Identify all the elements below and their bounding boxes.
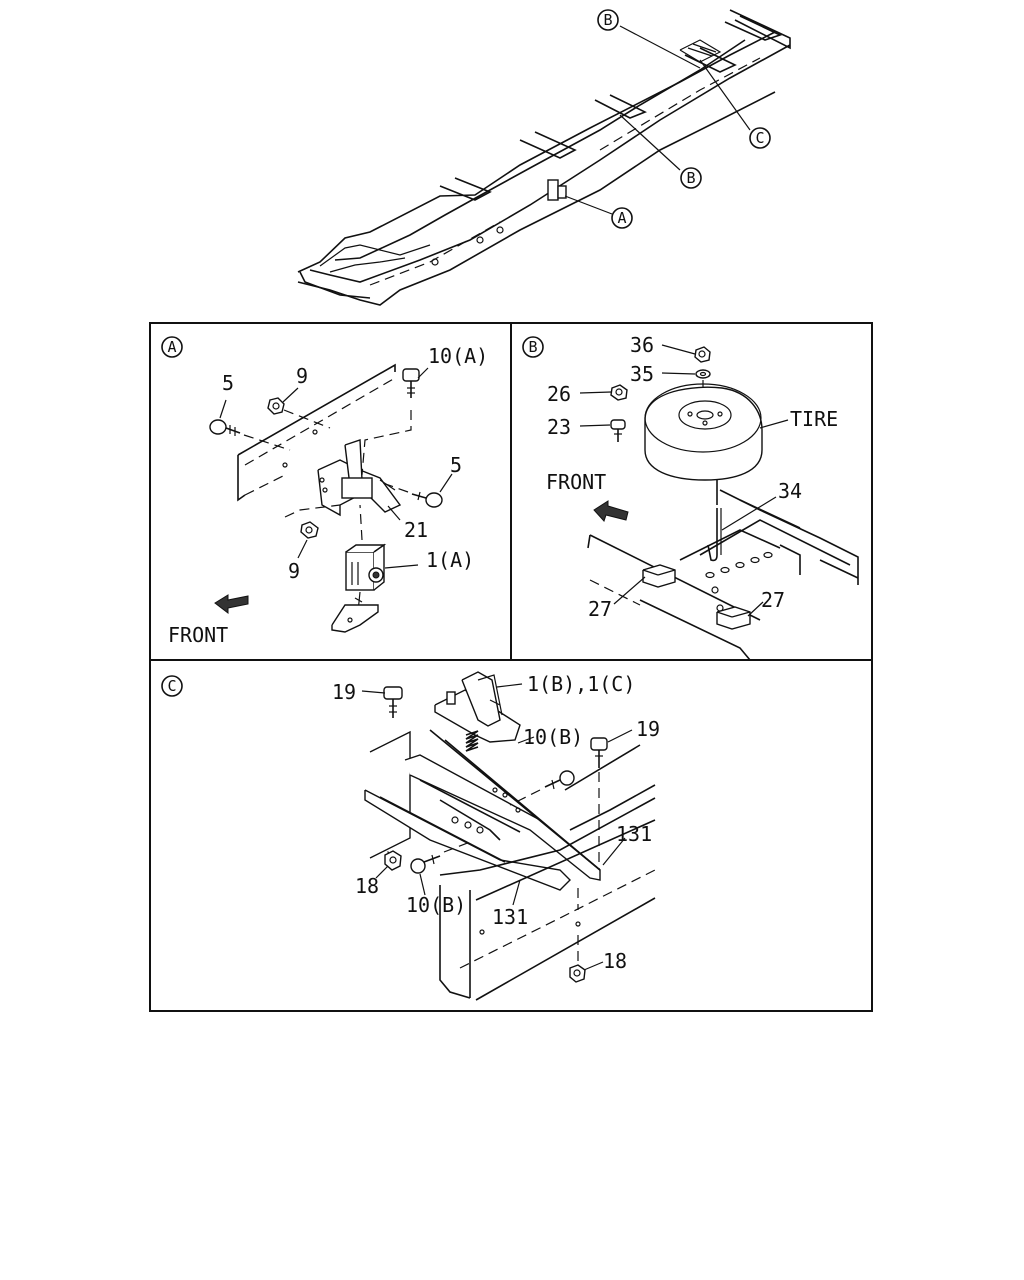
label-26: 26 [547,382,571,406]
label-27-right: 27 [761,588,785,612]
label-34: 34 [778,479,802,503]
label-5-right: 5 [450,453,462,477]
svg-text:A: A [167,338,176,356]
svg-text:B: B [603,11,612,29]
svg-text:B: B [528,338,537,356]
label-18-right: 18 [603,949,627,973]
spare-tire [644,383,763,481]
svg-text:C: C [167,677,176,695]
panel-c-tag: C [161,675,183,697]
label-18-left: 18 [355,874,379,898]
front-arrow-icon-b [593,500,629,522]
label-tire: TIRE [790,407,838,431]
label-1b-1c: 1(B),1(C) [527,672,635,696]
front-label: FRONT [168,623,228,647]
label-1a: 1(A) [426,548,474,572]
front-arrow-icon [214,594,249,615]
chassis-frame-overview [297,9,791,306]
svg-text:B: B [686,169,695,187]
label-23: 23 [547,415,571,439]
label-21: 21 [404,518,428,542]
front-label-b: FRONT [546,470,606,494]
label-10b-middle: 10(B) [523,725,583,749]
label-36: 36 [630,333,654,357]
label-131-right: 131 [616,822,652,846]
callout-c: C [749,127,771,149]
label-9-top: 9 [296,364,308,388]
label-35: 35 [630,362,654,386]
panel-c: C [161,671,660,1001]
panel-b-tag: B [522,336,544,358]
panel-a-tag: A [161,336,183,358]
callout-b-mid: B [680,167,702,189]
panel-b: B [522,333,859,661]
label-5-left: 5 [222,371,234,395]
label-10b-lower: 10(B) [406,893,466,917]
callout-b-top: B [597,9,619,31]
label-19-left: 19 [332,680,356,704]
panel-a: A [161,336,488,647]
label-131-lower: 131 [492,905,528,929]
label-10a: 10(A) [428,344,488,368]
callout-a: A [611,207,633,229]
svg-text:C: C [755,129,764,147]
label-19-right: 19 [636,717,660,741]
svg-text:A: A [617,209,626,227]
label-9-bottom: 9 [288,559,300,583]
label-27-left: 27 [588,597,612,621]
